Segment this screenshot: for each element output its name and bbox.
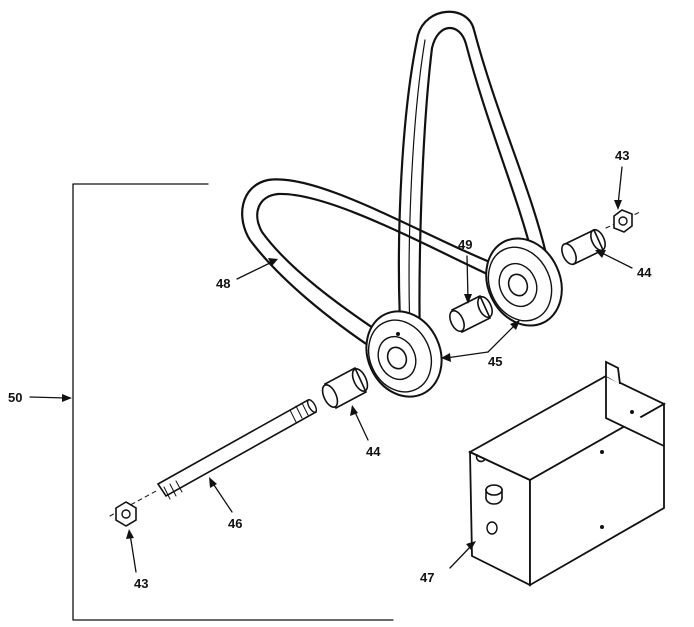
pulley-lower xyxy=(365,310,443,398)
callout-43-top: 43 xyxy=(615,148,629,163)
callout-47: 47 xyxy=(420,570,434,585)
callout-49: 49 xyxy=(458,237,472,252)
spacer-44-lower xyxy=(321,366,369,410)
bracket-47 xyxy=(468,360,666,587)
callout-45: 45 xyxy=(488,354,502,369)
spacer-49 xyxy=(449,294,493,334)
callout-48: 48 xyxy=(216,276,230,291)
callout-labels: 43 44 49 48 45 44 50 46 43 47 xyxy=(8,148,652,591)
pulley-upper xyxy=(485,237,563,327)
spacer-44-right xyxy=(561,228,606,266)
callout-50: 50 xyxy=(8,390,22,405)
leader-lines xyxy=(29,166,633,573)
nut-43-top xyxy=(605,209,641,233)
assembly-bracket-50 xyxy=(72,183,394,621)
nut-43-bottom xyxy=(115,501,137,527)
callout-44-right: 44 xyxy=(637,265,652,280)
belt-small-48 xyxy=(241,178,507,354)
callout-43-bottom: 43 xyxy=(134,576,148,591)
callout-44-lower: 44 xyxy=(366,444,381,459)
threaded-rod-46 xyxy=(109,398,318,517)
callout-46: 46 xyxy=(228,516,242,531)
